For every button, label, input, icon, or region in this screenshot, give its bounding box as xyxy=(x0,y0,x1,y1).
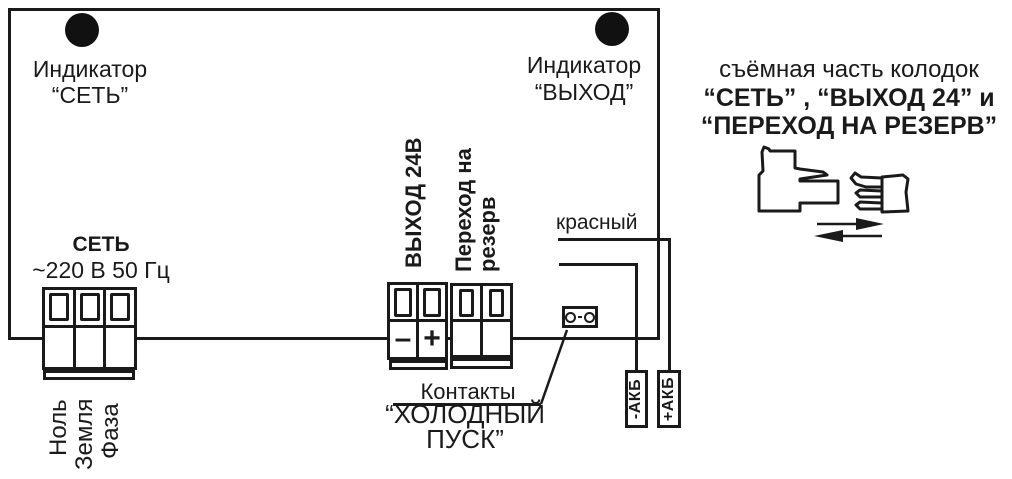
mains-terminal-block xyxy=(42,287,137,370)
contact-dash-icon xyxy=(578,316,582,318)
contact-circle-icon xyxy=(584,311,595,323)
plug-housing-icon xyxy=(757,145,840,213)
output24-bottom-row: – + xyxy=(390,322,445,360)
removable-note-line1: съёмная часть колодок xyxy=(719,56,979,83)
removable-part-pin-icon xyxy=(854,200,884,211)
reserve-cell xyxy=(453,322,480,355)
cold-start-name-line1: “ХОЛОДНЫЙ xyxy=(385,399,545,429)
terminal-pin xyxy=(459,289,474,317)
terminal-name-faza: Фаза xyxy=(97,403,124,459)
contact-circle-icon xyxy=(565,311,576,323)
red-wire-horizontal xyxy=(558,238,671,241)
reserve-bottom-row xyxy=(453,322,510,355)
mains-terminal-cell xyxy=(45,328,73,367)
mains-terminal-cell xyxy=(103,290,134,325)
neg-wire-vertical xyxy=(635,263,638,372)
cold-start-connector xyxy=(562,306,598,328)
reserve-label-line2: резерв xyxy=(475,196,500,272)
reserve-label: Переход на резерв xyxy=(451,148,500,272)
mains-terminal-cell xyxy=(72,328,104,367)
terminal-pin xyxy=(423,288,441,317)
mains-terminal-cell xyxy=(72,290,104,325)
terminal-name-zemlya: Земля xyxy=(71,398,98,470)
removable-part-body-icon xyxy=(880,173,910,214)
terminal-name-nol: Ноль xyxy=(45,399,72,456)
indicator-net-line1: Индикатор xyxy=(32,56,148,82)
output24-terminal-block: – + xyxy=(387,282,448,360)
terminal-pin xyxy=(48,293,69,321)
indicator-net-label: Индикатор “СЕТЬ” xyxy=(10,56,170,108)
removable-part-pin-icon xyxy=(854,188,884,199)
terminal-pin xyxy=(79,293,100,321)
removable-note-line2: “СЕТЬ” , “ВЫХОД 24” и xyxy=(703,84,995,112)
arrow-right-head-icon xyxy=(856,218,884,230)
output24-label: ВЫХОД 24В xyxy=(401,137,426,269)
mains-title-block: СЕТЬ ~220 В 50 Гц xyxy=(22,233,180,283)
mains-terminal-bottom-row xyxy=(45,328,134,367)
indicator-out-line1: Индикатор xyxy=(526,52,642,78)
cold-start-name: “ХОЛОДНЫЙ ПУСК” xyxy=(372,399,558,454)
out-led-icon xyxy=(595,12,629,46)
removable-note-line3: “ПЕРЕХОД НА РЕЗЕРВ” xyxy=(700,112,998,140)
cold-start-leader-line xyxy=(539,329,569,405)
output24-top-row xyxy=(390,285,445,322)
removable-part-latch-icon xyxy=(849,171,884,189)
mains-terminal-cell xyxy=(45,290,73,325)
mains-rating: ~220 В 50 Гц xyxy=(32,257,170,283)
red-wire-vertical xyxy=(668,238,671,372)
arrow-left-head-icon xyxy=(814,230,843,242)
output24-cell xyxy=(416,285,445,319)
mains-terminal-top-row xyxy=(45,290,134,328)
net-led-icon xyxy=(65,13,99,47)
indicator-out-label: Индикатор “ВЫХОД” xyxy=(503,52,665,106)
output24-block-strip xyxy=(389,360,448,370)
cold-start-caption-underline xyxy=(393,403,541,406)
output24-cell xyxy=(390,285,416,319)
reserve-top-row xyxy=(453,286,510,322)
battery-neg-tag: -АКБ xyxy=(625,370,648,428)
neg-wire-horizontal xyxy=(559,263,638,266)
terminal-pin xyxy=(489,289,504,317)
cold-start-caption: Контакты xyxy=(420,379,516,404)
mains-terminal-cell xyxy=(103,328,134,367)
reserve-cell xyxy=(480,322,510,355)
battery-neg-label: -АКБ xyxy=(627,378,645,420)
reserve-label-line1: Переход на xyxy=(451,148,476,272)
reserve-block-strip xyxy=(450,358,513,369)
battery-pos-label: +АКБ xyxy=(660,376,678,422)
output24-minus: – xyxy=(394,322,412,355)
mains-block-strip xyxy=(43,370,135,380)
indicator-net-line2: “СЕТЬ” xyxy=(51,82,129,108)
indicator-out-line2: “ВЫХОД” xyxy=(534,79,634,105)
output24-plus: + xyxy=(416,322,445,360)
cold-start-name-line2: ПУСК” xyxy=(426,424,504,454)
reserve-terminal-block xyxy=(450,283,513,358)
terminal-pin xyxy=(394,288,412,317)
terminal-pin xyxy=(110,293,131,321)
mains-title: СЕТЬ xyxy=(72,233,130,256)
device-panel-outline xyxy=(8,8,660,340)
battery-pos-tag: +АКБ xyxy=(657,370,681,428)
red-wire-label: красный xyxy=(556,211,638,234)
reserve-cell xyxy=(480,286,510,319)
removable-note: съёмная часть колодок “СЕТЬ” , “ВЫХОД 24… xyxy=(688,56,1010,140)
reserve-cell xyxy=(453,286,480,319)
